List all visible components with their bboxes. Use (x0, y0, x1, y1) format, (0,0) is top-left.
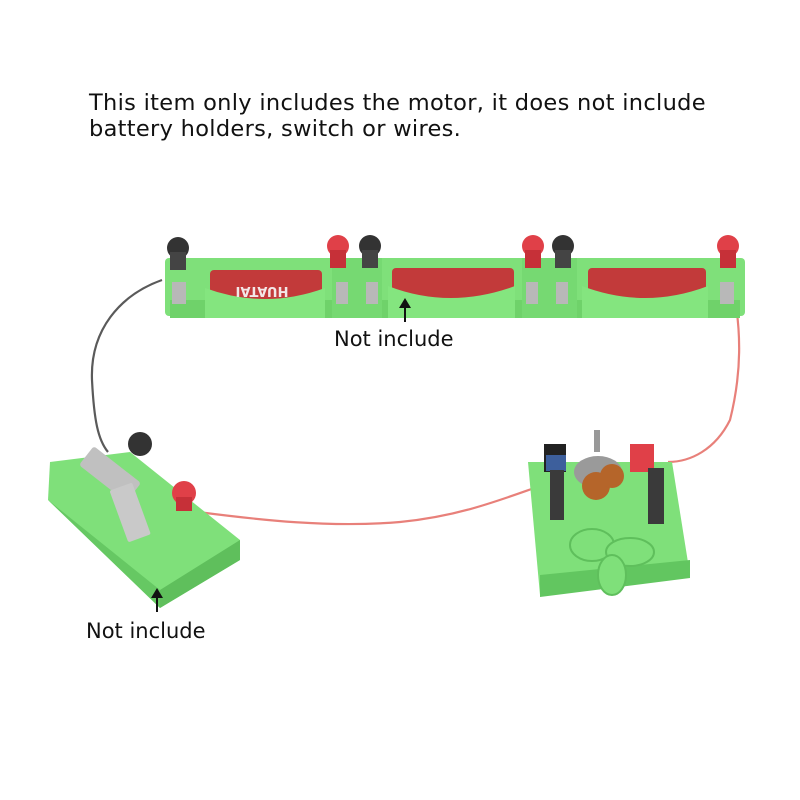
battery-holder-strip (165, 258, 745, 318)
battery-1 (210, 270, 322, 300)
battery-3 (588, 268, 706, 298)
battery-terminals (167, 235, 739, 270)
battery-not-included-label: Not include (334, 327, 454, 351)
switch (48, 432, 240, 608)
battery-arrow (399, 298, 411, 322)
notice-line-1: This item only includes the motor, it do… (89, 90, 706, 116)
red-wire-bottom (197, 484, 541, 526)
switch-arrow (151, 588, 163, 612)
notice-text: This item only includes the motor, it do… (89, 90, 779, 142)
switch-not-included-label: Not include (86, 619, 206, 643)
motor (528, 430, 690, 597)
battery-brand: HUATAI (236, 283, 289, 298)
battery-2 (392, 268, 514, 298)
black-wire (90, 278, 163, 453)
notice-line-2: battery holders, switch or wires. (89, 116, 462, 142)
